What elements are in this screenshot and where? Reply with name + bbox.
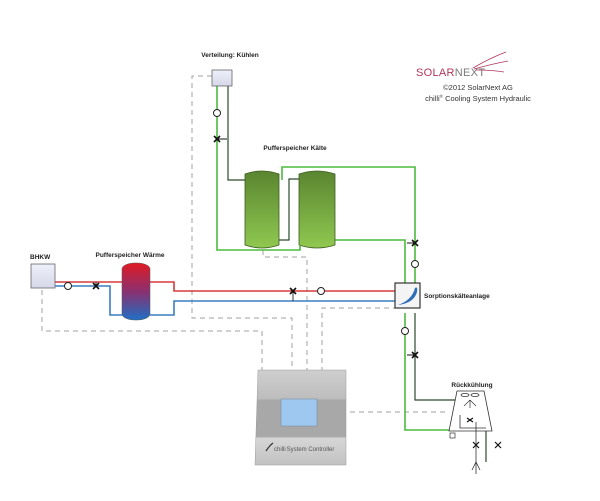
heat-buffer-tank[interactable] xyxy=(121,262,151,321)
pump-icon[interactable] xyxy=(411,260,419,268)
cold-buffer-label: Pufferspeicher Kälte xyxy=(263,145,327,152)
recooling-tower[interactable] xyxy=(448,390,493,432)
pump-icon[interactable] xyxy=(401,327,409,335)
system-controller[interactable]: chilliSystem Controller xyxy=(254,369,347,466)
pump-icon[interactable] xyxy=(64,282,72,290)
sorption-chiller-unit[interactable] xyxy=(394,282,421,309)
signal-line-cold-buffer xyxy=(262,250,308,370)
cold-buffer-tank-2[interactable] xyxy=(298,170,336,249)
cold-buffer-outlet xyxy=(334,239,406,283)
brand-name: SOLARNEXT xyxy=(416,67,485,79)
chilled-water-lines xyxy=(216,86,455,431)
chp-label: BHKW xyxy=(30,254,51,261)
three-way-valve-icon[interactable] xyxy=(407,239,419,247)
valve-icon[interactable] xyxy=(494,441,502,449)
pump-icon[interactable] xyxy=(317,287,325,295)
logo-swoosh-icon xyxy=(472,51,509,73)
distribution-unit[interactable] xyxy=(211,69,233,87)
chp-unit[interactable] xyxy=(30,263,56,289)
cold-buffer-top xyxy=(281,166,416,283)
valve-icon[interactable] xyxy=(466,417,474,423)
hot-water-lines xyxy=(55,281,398,292)
warm-return-lines xyxy=(55,285,398,316)
signal-line-chp xyxy=(41,290,263,370)
recooling-label: Rückkühlung xyxy=(451,382,492,389)
controller-logo-icon xyxy=(265,442,274,452)
chilli-pepper-icon xyxy=(398,287,418,305)
sorption-to-recooling-return xyxy=(414,313,460,401)
distribution-return xyxy=(227,86,245,181)
fan-icon xyxy=(460,393,480,397)
solarnext-logo: SOLARNEXT ©2012 SolarNext AG chilli® Coo… xyxy=(416,51,531,103)
heat-buffer-label: Pufferspeicher Wärme xyxy=(96,252,165,259)
pump-icon[interactable] xyxy=(213,109,221,117)
distribution-label: Verteilung: Kühlen xyxy=(201,52,258,59)
recooling-valves xyxy=(471,422,481,474)
sorption-chiller-label: Sorptionskälteanlage xyxy=(424,293,490,300)
three-way-valve-icon[interactable] xyxy=(213,135,227,143)
three-way-valve-icon[interactable] xyxy=(407,351,419,359)
controller-brand-text: chilliSystem Controller xyxy=(274,447,334,453)
spray-nozzle-icon xyxy=(463,399,477,408)
three-way-valve-icon[interactable] xyxy=(92,282,100,290)
sensor-icon xyxy=(449,432,456,439)
valve-icon[interactable] xyxy=(472,441,480,449)
three-way-valve-icon[interactable] xyxy=(289,287,297,295)
distribution-supply xyxy=(216,86,301,251)
signal-line-sorption xyxy=(321,307,398,370)
signal-lines xyxy=(41,75,448,413)
copyright-text: ©2012 SolarNext AG xyxy=(443,83,513,92)
buffer-link xyxy=(279,178,299,241)
sorption-to-recooling xyxy=(404,313,455,431)
cold-buffer-tank-1[interactable] xyxy=(244,170,280,249)
diagram-subtitle: chilli® Cooling System Hydraulic xyxy=(425,93,531,103)
controller-display[interactable] xyxy=(280,398,318,427)
signal-line-distribution xyxy=(191,75,293,370)
